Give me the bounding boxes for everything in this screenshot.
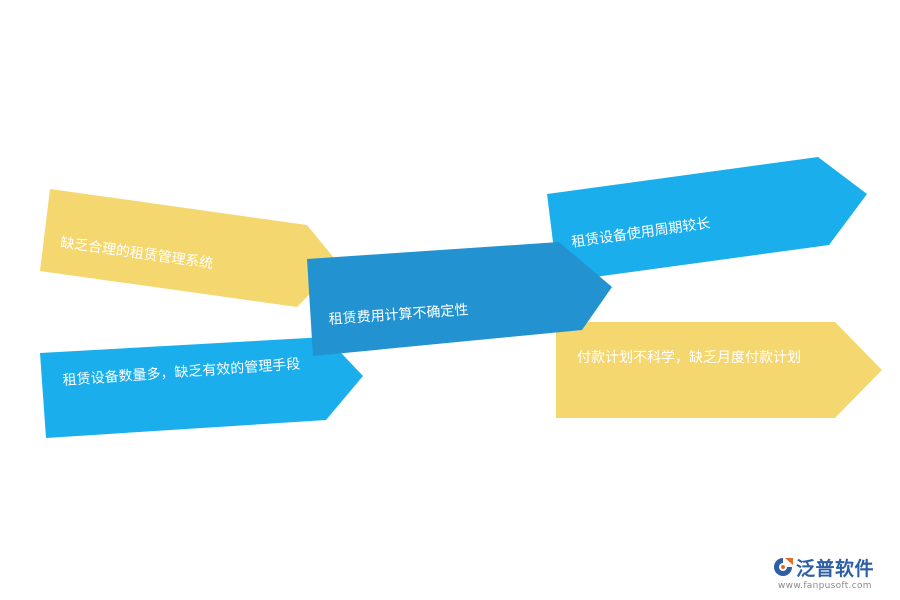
arrow-shape-fee-calculation [307, 242, 612, 356]
arrow-shape-lease-system [40, 189, 339, 307]
brand-logo: 泛普软件 www.fanpusoft.com [772, 554, 896, 594]
brand-url: www.fanpusoft.com [778, 581, 872, 591]
arrow-label-payment-plan: 付款计划不科学，缺乏月度付款计划 [577, 350, 801, 366]
arrow-shape-payment-plan [556, 322, 882, 418]
arrow-shape-equipment-management [40, 337, 363, 438]
fanpu-logo-icon [774, 558, 793, 576]
arrow-shape-usage-period [547, 157, 867, 282]
brand-name: 泛普软件 [796, 558, 875, 580]
